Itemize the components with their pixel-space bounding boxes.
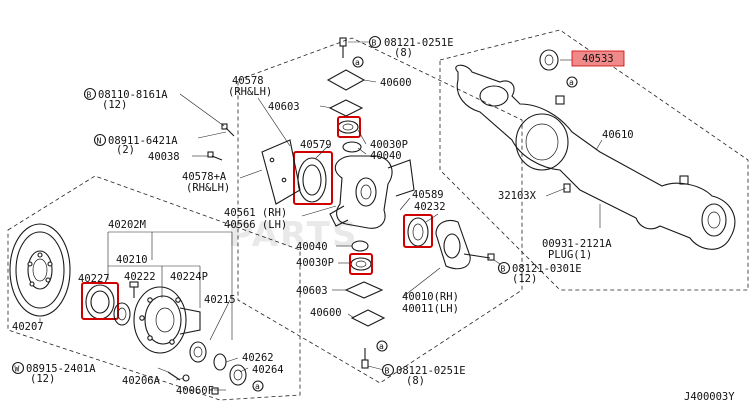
svg-text:(2): (2) [116,144,135,156]
svg-text:W: W [15,365,20,374]
label-32103x: 32103X [498,190,537,202]
label-40222: 40222 [124,271,156,283]
axle-hub [133,286,201,354]
label-40040-bot: 40040 [296,241,328,253]
label-40232: 40232 [414,201,446,213]
svg-text:B: B [385,367,390,376]
label-40264: 40264 [252,364,284,376]
gasket-40578 [261,139,301,205]
label-40206a: 40206A [122,375,161,387]
svg-text:B: B [372,39,377,48]
svg-text:a: a [569,78,574,87]
svg-text:(RH&LH): (RH&LH) [228,86,272,98]
label-08121-0301e: 08121-0301E [512,263,582,275]
label-00931-2121a: 00931-2121A [542,238,612,250]
label-08911-6421a: 08911-6421A [108,135,178,147]
small-bolts [207,123,235,161]
label-40224p: 40224P [170,271,208,283]
label-40011: 40011(LH) [402,303,459,315]
label-40603-bot: 40603 [296,285,328,297]
brake-rotor [9,223,71,317]
svg-text:a: a [379,342,384,351]
label-40589: 40589 [412,189,444,201]
svg-text:B: B [501,265,506,274]
label-40600-bot: 40600 [310,307,342,319]
kingpin-top [326,37,366,153]
label-40227: 40227 [78,273,110,285]
svg-text:(12): (12) [30,373,55,385]
seal-40579 [293,151,333,205]
callout-markers: a a a a [252,56,578,392]
label-40561: 40561 (RH) [224,207,287,219]
label-40210: 40210 [116,254,148,266]
label-40030p-bot: 40030P [296,257,334,269]
svg-text:(12): (12) [102,99,127,111]
svg-text:a: a [255,382,260,391]
label-08121-0251e-bot: 08121-0251E [396,365,466,377]
svg-text:(8): (8) [394,47,413,59]
label-40603-top: 40603 [268,101,300,113]
svg-text:(12): (12) [512,273,537,285]
bearing-40210 [113,302,131,326]
label-40579: 40579 [300,139,332,151]
label-40207: 40207 [12,321,44,333]
label-08121-0251e-top: 08121-0251E [384,37,454,49]
spindle-40010 [435,219,495,270]
label-40533: 40533 [582,53,614,65]
label-40038: 40038 [148,151,180,163]
diagram-code: J400003Y [684,391,735,403]
label-40215: 40215 [204,294,236,306]
label-40610: 40610 [602,129,634,141]
label-40202m: 40202M [108,219,146,231]
label-40578a: 40578+A [182,171,227,183]
label-40566: 40566 (LH) [224,219,287,231]
steering-knuckle [329,155,415,229]
bolt-40222 [129,281,139,298]
label-40578: 40578 [232,75,264,87]
svg-text:(8): (8) [406,375,425,387]
seal-40232 [403,214,433,248]
part-labels: 40533 B 08121-0251E (8) 40600 40578 (RH&… [11,35,735,403]
label-40010: 40010(RH) [402,291,459,303]
svg-text:PLUG(1): PLUG(1) [548,249,592,261]
label-08915-2401a: 08915-2401A [26,363,96,375]
seal-40227 [81,282,119,320]
target-highlight [571,50,625,67]
assembly-frames [7,29,749,401]
svg-text:N: N [97,137,102,146]
label-08110-8161a: 08110-8161A [98,89,168,101]
svg-text:B: B [87,91,92,100]
svg-text:(RH&LH): (RH&LH) [186,182,230,194]
svg-text:a: a [355,58,360,67]
seal-40533 [539,49,559,71]
leader-lines [39,41,603,391]
label-40600-top: 40600 [380,77,412,89]
kingpin-bottom [344,240,386,369]
label-40262: 40262 [242,352,274,364]
label-40030p-top: 40030P [370,139,408,151]
axle-housing [455,64,736,250]
label-40060f: 40060F [176,385,214,397]
label-40040-top: 40040 [370,150,402,162]
watermark: PARTS [228,215,358,255]
